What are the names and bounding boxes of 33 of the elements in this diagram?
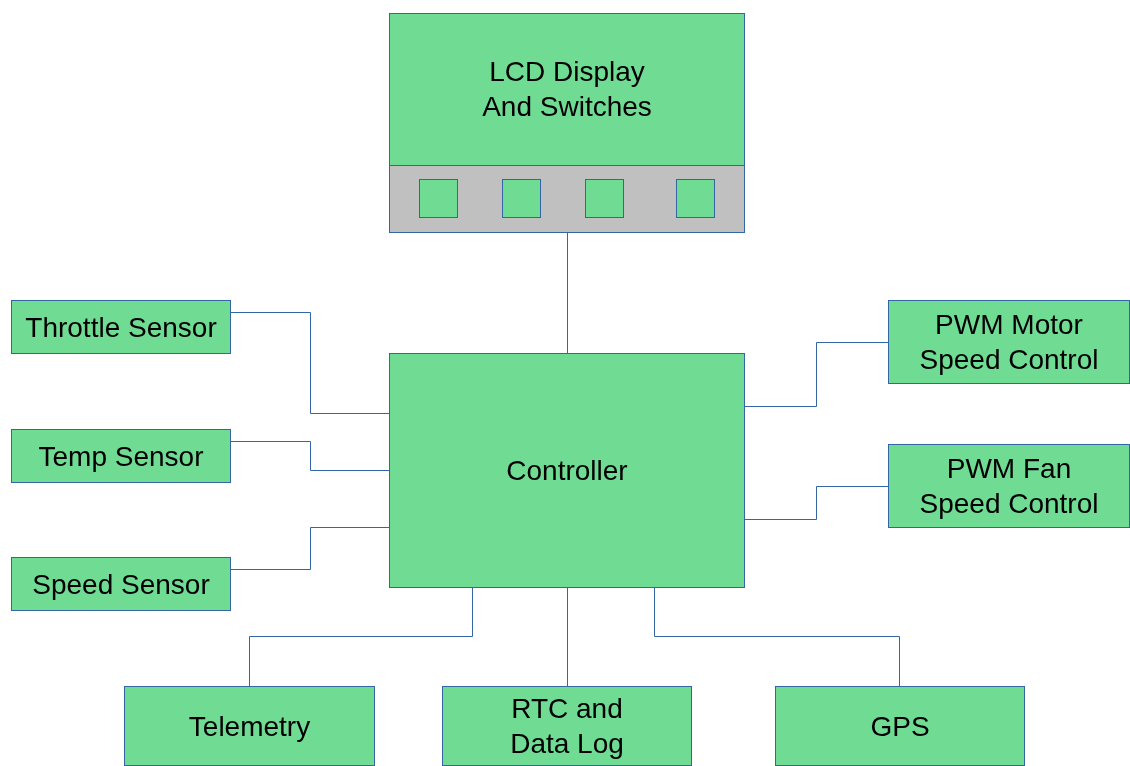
block-label: RTC and Data Log [509,692,625,761]
connector-line [654,587,900,687]
block-label: Telemetry [188,709,311,744]
switch-button [419,179,458,218]
module-block [11,557,231,611]
connector-line [230,527,390,570]
block-label: PWM Fan Speed Control [918,452,1100,521]
controller-block [389,353,745,588]
connector-line [249,587,473,687]
switch-button [585,179,624,218]
module-block [11,429,231,483]
connector-line [230,312,390,414]
module-block [442,686,692,766]
module-block [888,444,1130,528]
connector-line [744,342,889,407]
connector-line [567,587,568,687]
module-block [888,300,1130,384]
connector-line [744,486,889,520]
module-block [124,686,375,766]
module-block [389,13,745,233]
block-label: Controller [506,454,628,488]
connector-line [230,441,390,471]
block-label: LCD Display And Switches [481,54,653,124]
block-label: Speed Sensor [32,567,210,602]
connector-line [567,232,568,354]
module-block [775,686,1025,766]
block-label: GPS [870,709,930,744]
module-block [11,300,231,354]
switch-button [676,179,715,218]
switch-button [502,179,541,218]
block-label: Throttle Sensor [25,310,217,345]
block-label: PWM Motor Speed Control [918,308,1100,377]
block-label: Temp Sensor [38,439,204,474]
